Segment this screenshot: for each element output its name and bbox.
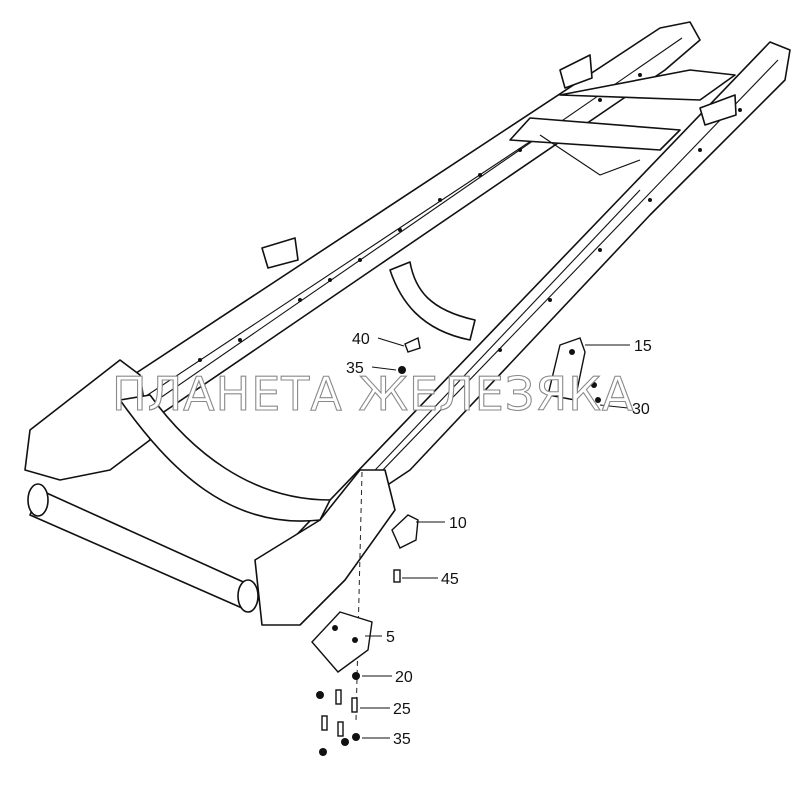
chassis-frame [24,21,791,721]
nut-35-upper [371,366,406,374]
bolt-45 [393,569,438,583]
callout-5: 5 [386,629,395,646]
engine-crossmember [119,394,331,522]
callout-30: 30 [632,401,650,418]
pins-25 [321,689,390,737]
front-left-bracket [24,359,151,481]
callout-35-lower: 35 [393,731,411,748]
rear-crossmember [559,69,736,101]
watermark-text: ПЛАНЕТА ЖЕЛЕЗЯКА [112,367,634,421]
callout-10: 10 [449,515,467,532]
nuts-35-lower [316,691,390,756]
rivet-holes [198,73,742,402]
callout-15: 15 [634,338,652,355]
front-bumper-tube [27,483,259,613]
front-right-bracket [254,469,396,626]
bolts-30 [591,382,629,409]
clamp-40 [377,336,421,353]
bracket-15 [547,337,630,401]
nut-20 [352,672,392,680]
plate-5 [311,611,382,673]
callout-45: 45 [441,571,459,588]
callout-40: 40 [352,331,370,348]
callout-35-upper: 35 [346,360,364,377]
callout-20: 20 [395,669,413,686]
callout-25: 25 [393,701,411,718]
bracket-10 [391,514,445,549]
